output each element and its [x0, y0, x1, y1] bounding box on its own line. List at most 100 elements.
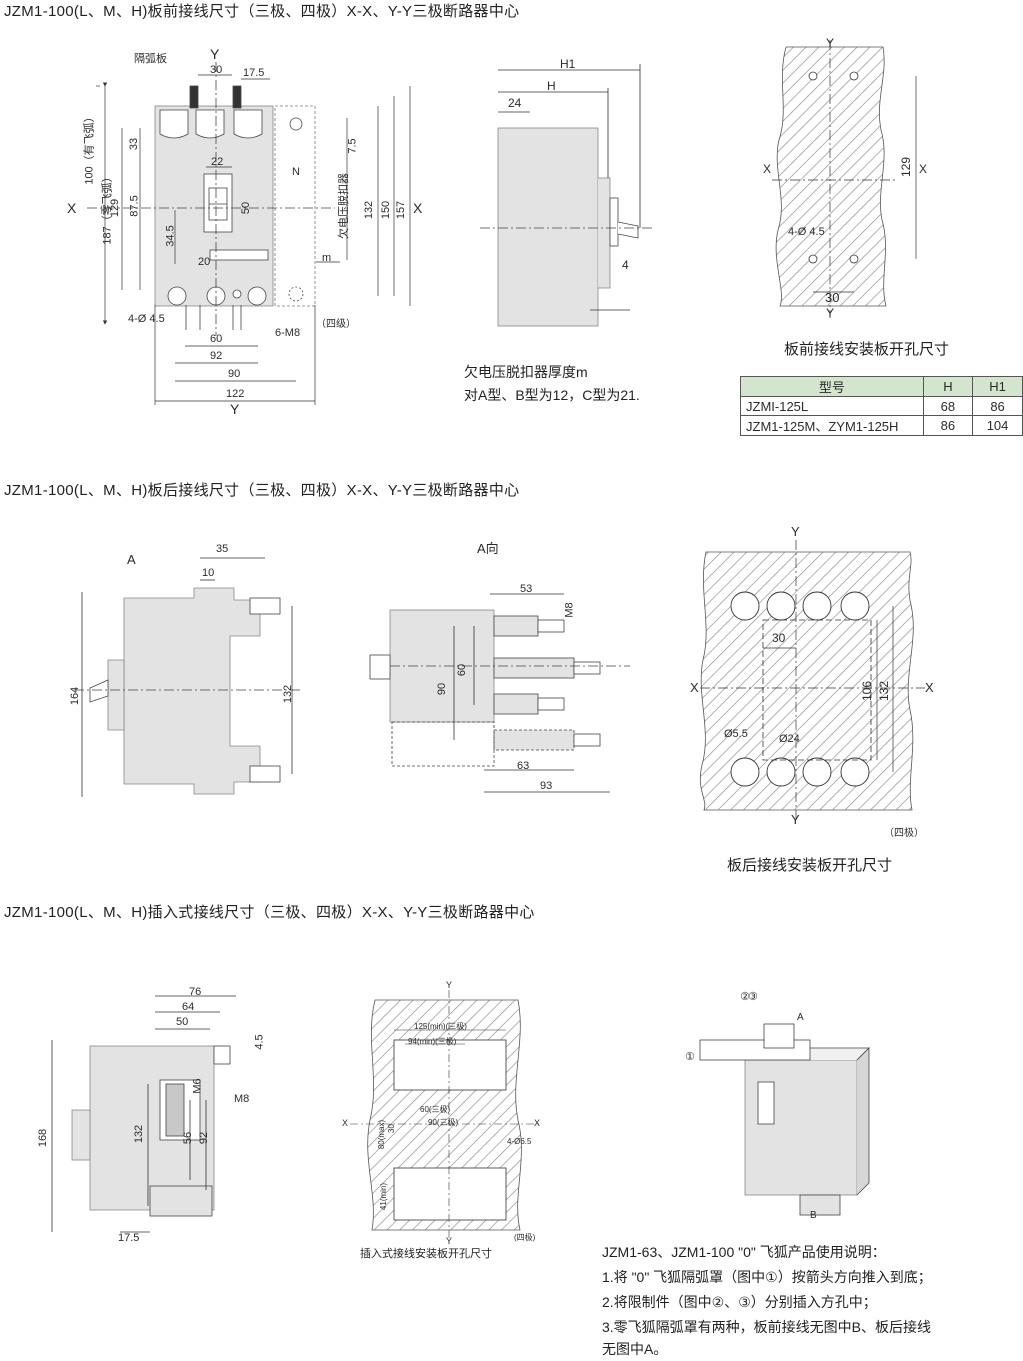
hole-4-4-5: 4-Ø 4.5 [128, 313, 165, 325]
four-pole-label: （四级） [316, 319, 356, 330]
table-cell: JZMI-125L [740, 396, 924, 416]
dim-92: 92 [210, 350, 223, 362]
label-b: B [810, 1210, 817, 1221]
ppanel-30: 30 [386, 1124, 396, 1133]
table-cell: JZM1-125M、ZYM1-125H [740, 415, 924, 436]
ppanel-y-bottom: Y [446, 1236, 453, 1246]
rpanel-y-top: Y [791, 524, 800, 539]
table-header-h1: H1 [972, 376, 1023, 397]
plug-56: 56 [182, 1131, 195, 1145]
table-header-h: H [922, 376, 974, 397]
m8-label: 6-M8 [275, 327, 301, 339]
dim-87-5: 87.5 [128, 195, 141, 217]
front-y-top: Y [210, 46, 220, 62]
ppanel-60: 60(三极) [420, 1105, 451, 1114]
plugin-panel-caption: 插入式接线安装板开孔尺寸 [360, 1248, 492, 1260]
release-note-1: 欠电压脱扣器厚度m [464, 364, 588, 380]
ppanel-80: 80(max) [377, 1119, 387, 1150]
dim-22: 22 [211, 156, 224, 168]
ppanel-125: 125(min)(三极) [414, 1022, 467, 1031]
section-title-front: JZM1-100(L、M、H)板前接线尺寸（三极、四极）X-X、Y-Y三极断路器… [4, 3, 520, 20]
instruction-1: 1.将 "0" 飞狐隔弧罩（图中①）按箭头方向推入到底； [602, 1269, 932, 1285]
fpanel-x-left: X [763, 162, 772, 176]
dim-30: 30 [210, 64, 223, 76]
plug-m6: M6 [191, 1078, 204, 1094]
instruction-4: 无图中A。 [602, 1341, 668, 1357]
plug-92: 92 [198, 1131, 211, 1145]
arc-plate-label: 隔弧板 [134, 53, 167, 65]
ppanel-x-left: X [342, 1118, 349, 1128]
section-title-rear: JZM1-100(L、M、H)板后接线尺寸（三极、四极）X-X、Y-Y三极断路器… [4, 482, 520, 499]
dim-20: 20 [198, 256, 211, 268]
release-note-2: 对A型、B型为12，C型为21. [464, 387, 640, 403]
rear-panel-caption: 板后接线安装板开孔尺寸 [727, 857, 893, 874]
fpanel-x-right: X [919, 162, 928, 176]
ppanel-94: 94(min)(三极) [408, 1037, 457, 1046]
rpanel-132: 132 [877, 680, 892, 702]
table-cell: 86 [922, 415, 974, 436]
rear-90: 90 [436, 682, 449, 696]
plug-132: 132 [133, 1124, 146, 1144]
instruction-2: 2.将限制件（图中②、③）分别插入方孔中； [602, 1294, 877, 1310]
fpanel-hole: 4-Ø 4.5 [788, 226, 825, 238]
rear-side-drawing [74, 557, 300, 797]
front-panel-caption: 板前接线安装板开孔尺寸 [784, 341, 950, 358]
dim-122: 122 [226, 388, 245, 400]
rear-63: 63 [517, 760, 530, 772]
rear-164: 164 [69, 686, 82, 706]
rear-10: 10 [202, 567, 215, 579]
dim-150: 150 [380, 200, 393, 220]
instruction-title: JZM1-63、JZM1-100 "0" 飞狐产品使用说明： [602, 1244, 886, 1260]
plug-76: 76 [189, 986, 202, 998]
rpanel-x-right: X [925, 680, 934, 695]
front-y-bottom: Y [230, 401, 240, 417]
rpanel-30: 30 [772, 631, 786, 645]
ppanel-y-top: Y [446, 980, 453, 990]
ppanel-hole: 4-Ø6.5 [507, 1137, 532, 1146]
table-cell: 104 [972, 415, 1023, 436]
plugin-product-drawing [699, 1023, 870, 1216]
dim-60: 60 [210, 333, 223, 345]
rear-m8: M8 [563, 602, 576, 618]
label-a: A [797, 1012, 804, 1023]
fpanel-129: 129 [899, 156, 914, 178]
table-row: JZMI-125L 68 86 [740, 396, 1023, 416]
front-x-left: X [67, 200, 77, 216]
ppanel-90: 90(三极) [428, 1118, 459, 1127]
dim-187: 187（零飞弧） [101, 171, 114, 245]
rear-a-label: A [127, 552, 136, 567]
table-header-model: 型号 [740, 376, 924, 397]
side-4: 4 [622, 258, 629, 272]
front-wiring-drawing [87, 62, 411, 405]
front-n: N [292, 166, 300, 178]
release-label: 欠电压脱扣器 [338, 173, 350, 239]
dim-132: 132 [363, 200, 376, 220]
rpanel-y-bottom: Y [791, 812, 800, 827]
dim-17-5: 17.5 [243, 67, 265, 79]
table-cell: 86 [972, 396, 1023, 416]
rear-53: 53 [520, 583, 533, 595]
plug-17-5: 17.5 [118, 1232, 140, 1244]
instruction-3: 3.零飞狐隔弧罩有两种，板前接线无图中B、板后接线 [602, 1319, 932, 1335]
plug-168: 168 [37, 1128, 50, 1148]
label-circle-3: ③ [748, 991, 758, 1003]
plugin-side-drawing [51, 995, 236, 1233]
ppanel-x-right: X [534, 1118, 541, 1128]
rear-a-view-label: A向 [477, 541, 499, 556]
rear-93: 93 [540, 780, 553, 792]
label-circle-2: ② [740, 991, 750, 1003]
dim-34-5: 34.5 [164, 225, 177, 247]
spec-table: 型号 H H1 JZMI-125L 68 86 JZM1-125M、ZYM1-1… [740, 376, 1023, 436]
dim-157: 157 [395, 200, 408, 220]
rpanel-four-pole: （四极） [884, 828, 924, 839]
front-x-right: X [413, 200, 423, 216]
rpanel-5-5: Ø5.5 [724, 728, 748, 740]
side-h: H [547, 79, 556, 93]
fpanel-y-top: Y [826, 36, 835, 50]
ppanel-four: (四极) [514, 1233, 536, 1242]
rear-a-view-drawing [369, 593, 630, 793]
plug-m8: M8 [234, 1093, 250, 1105]
fpanel-y-bottom: Y [826, 306, 835, 320]
rpanel-106: 106 [860, 680, 875, 702]
